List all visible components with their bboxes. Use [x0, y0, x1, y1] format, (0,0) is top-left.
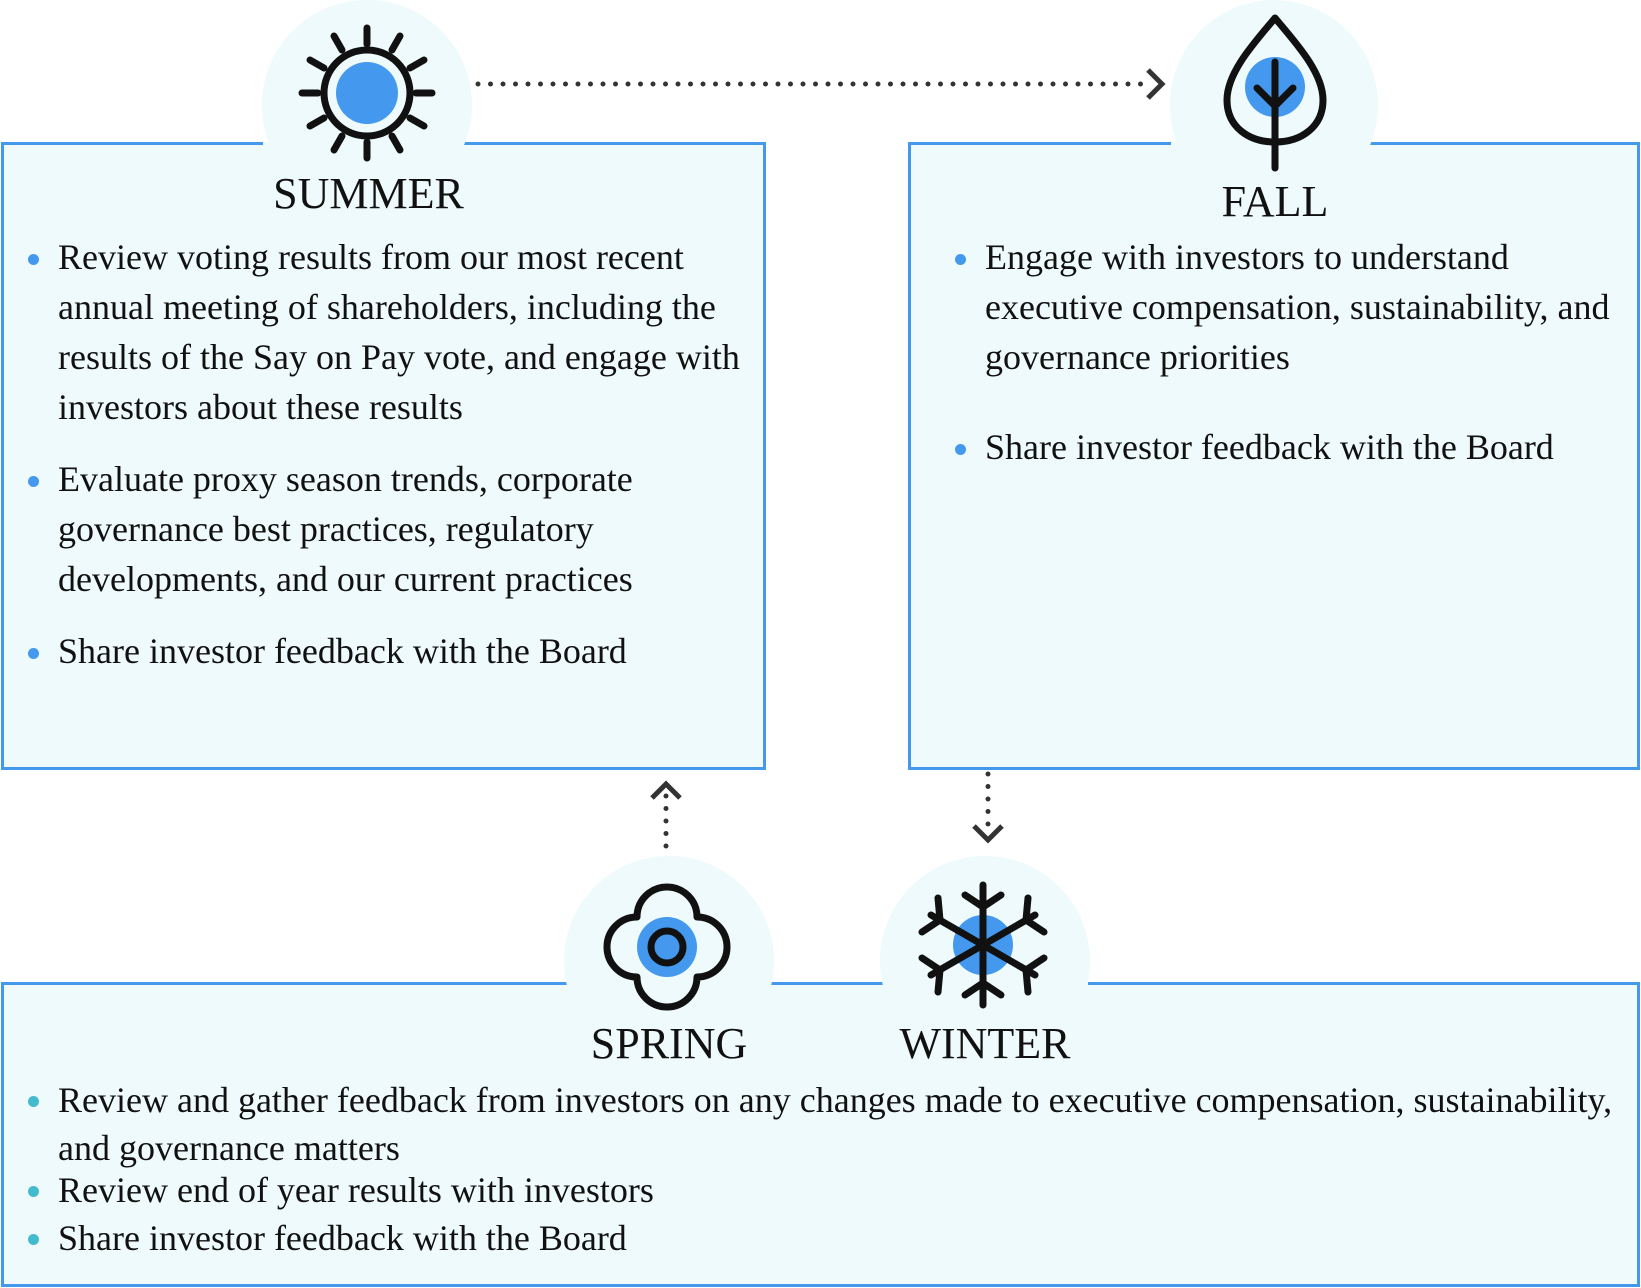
spring-winter-box: [1, 982, 1640, 1287]
fall-item: Share investor feedback with the Board: [955, 422, 1625, 472]
fall-box: [908, 142, 1640, 770]
spring-title: SPRING: [590, 1019, 748, 1068]
arrowhead-up-icon: [650, 780, 682, 800]
bullet-icon: [28, 648, 39, 659]
fall-top-border-left: [908, 142, 1171, 145]
bullet-icon: [28, 1096, 39, 1107]
bullet-icon: [28, 1186, 39, 1197]
fall-item: Engage with investors to understand exec…: [955, 232, 1625, 382]
flower-icon: [603, 883, 731, 1011]
spring-winter-item: Review and gather feedback from investor…: [28, 1076, 1628, 1172]
snowflake-icon: [918, 881, 1048, 1009]
summer-top-border-right: [464, 142, 766, 145]
spring-winter-list: Review and gather feedback from investor…: [28, 1076, 1628, 1262]
summer-list: Review voting results from our most rece…: [28, 232, 748, 676]
spring-to-summer-arrow: [650, 780, 682, 856]
arrowhead-down-icon: [972, 824, 1004, 844]
arrowhead-right-icon: [1146, 68, 1166, 100]
spring-winter-top-border-right: [1088, 982, 1640, 985]
summer-item: Share investor feedback with the Board: [28, 626, 748, 676]
fall-list: Engage with investors to understand exec…: [955, 232, 1625, 472]
winter-title: WINTER: [899, 1019, 1071, 1068]
sun-icon: [298, 24, 436, 162]
bullet-icon: [28, 1234, 39, 1245]
summer-box-body: [1, 142, 766, 770]
summer-top-border-left: [1, 142, 263, 145]
fall-top-border-right: [1370, 142, 1640, 145]
summer-item: Review voting results from our most rece…: [28, 232, 748, 432]
bullet-icon: [955, 254, 966, 265]
leaf-icon: [1223, 14, 1327, 172]
bullet-icon: [28, 254, 39, 265]
spring-winter-item: Share investor feedback with the Board: [28, 1214, 1628, 1262]
summer-title: SUMMER: [273, 169, 464, 218]
bullet-icon: [28, 476, 39, 487]
fall-to-winter-arrow: [972, 771, 1004, 844]
summer-to-fall-arrow: [475, 68, 1166, 100]
spring-winter-top-border-mid: [770, 982, 884, 985]
summer-item: Evaluate proxy season trends, corporate …: [28, 454, 748, 604]
bullet-icon: [955, 444, 966, 455]
spring-winter-top-border-left: [1, 982, 567, 985]
spring-winter-item: Review end of year results with investor…: [28, 1166, 1628, 1214]
fall-title: FALL: [1221, 177, 1329, 226]
